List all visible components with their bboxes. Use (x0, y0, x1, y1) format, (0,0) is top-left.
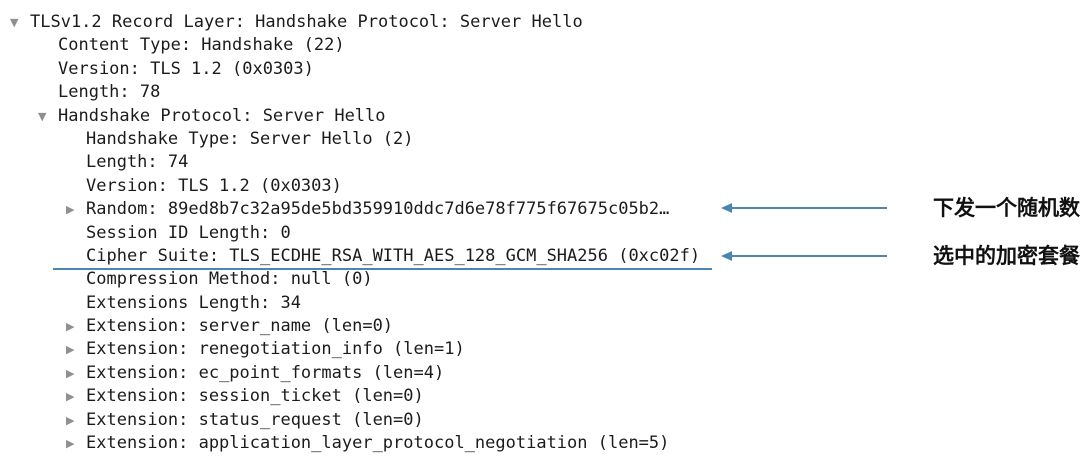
arrow-shaft (729, 207, 887, 209)
tree-row-label: Extensions Length: 34 (86, 292, 301, 313)
tree-row[interactable]: ▶ Extension: ec_point_formats (len=4) (0, 362, 920, 385)
tree-row[interactable]: Session ID Length: 0 (0, 222, 920, 245)
tree-row-label: Length: 74 (86, 152, 189, 173)
annotation-random-label: 下发一个随机数 (933, 197, 1080, 220)
arrowhead-left-icon (721, 203, 732, 213)
tree-row[interactable]: Cipher Suite: TLS_ECDHE_RSA_WITH_AES_128… (0, 245, 920, 268)
packet-detail-tree: ▼ TLSv1.2 Record Layer: Handshake Protoco… (0, 11, 920, 455)
tree-row-label: Extension: status_request (len=0) (86, 409, 424, 430)
tree-row[interactable]: Length: 78 (0, 81, 920, 104)
tree-row-label: Handshake Type: Server Hello (2) (86, 128, 414, 149)
left-arrow-icon (721, 251, 887, 261)
tree-row[interactable]: ▼ TLSv1.2 Record Layer: Handshake Protoco… (0, 11, 920, 34)
triangle-down-icon[interactable]: ▼ (10, 16, 19, 29)
arrowhead-left-icon (721, 251, 732, 261)
tree-row[interactable]: ▶ Extension: application_layer_protocol_n… (0, 432, 920, 455)
tree-row[interactable]: Compression Method: null (0) (0, 268, 920, 291)
triangle-right-icon[interactable]: ▶ (66, 437, 75, 451)
triangle-right-icon[interactable]: ▶ (66, 413, 75, 427)
tree-row[interactable]: ▶ Extension: session_ticket (len=0) (0, 385, 920, 408)
triangle-right-icon[interactable]: ▶ (66, 390, 75, 404)
tree-row-label: Extension: application_layer_protocol_ne… (86, 433, 670, 454)
tree-row[interactable]: Version: TLS 1.2 (0x0303) (0, 58, 920, 81)
triangle-right-icon[interactable]: ▶ (66, 320, 75, 334)
tree-row[interactable]: ▶ Extension: renegotiation_info (len=1) (0, 338, 920, 361)
tree-row-label: Extension: session_ticket (len=0) (86, 386, 424, 407)
cipher-suite-underline (53, 268, 712, 270)
tree-row[interactable]: Length: 74 (0, 151, 920, 174)
tree-row-label: Version: TLS 1.2 (0x0303) (86, 175, 342, 196)
triangle-down-icon[interactable]: ▼ (38, 109, 47, 123)
tree-row-label: Extension: renegotiation_info (len=1) (86, 339, 465, 360)
annotation-cipher-label: 选中的加密套餐 (933, 245, 1080, 268)
tree-row-label: Compression Method: null (0) (86, 269, 373, 290)
tree-row[interactable]: ▶ Extension: status_request (len=0) (0, 409, 920, 432)
tree-row[interactable]: Content Type: Handshake (22) (0, 34, 920, 57)
tree-row-label: Length: 78 (58, 82, 161, 103)
tree-row-label: Extension: ec_point_formats (len=4) (86, 362, 445, 383)
tree-row[interactable]: ▶ Random: 89ed8b7c32a95de5bd359910ddc7d6e… (0, 198, 920, 221)
tree-row-label: Version: TLS 1.2 (0x0303) (58, 58, 314, 79)
tree-row-label: TLSv1.2 Record Layer: Handshake Protocol… (30, 12, 583, 32)
tree-row-label: Content Type: Handshake (22) (58, 35, 345, 56)
tree-row-label: Cipher Suite: TLS_ECDHE_RSA_WITH_AES_128… (86, 245, 701, 266)
arrow-shaft (729, 255, 887, 257)
triangle-right-icon[interactable]: ▶ (66, 366, 75, 380)
tree-row[interactable]: ▶ Extension: server_name (len=0) (0, 315, 920, 338)
tree-row-label: Random: 89ed8b7c32a95de5bd359910ddc7d6e7… (86, 199, 670, 220)
tree-row-label: Extension: server_name (len=0) (86, 316, 394, 337)
triangle-right-icon[interactable]: ▶ (66, 203, 75, 217)
tree-row[interactable]: Version: TLS 1.2 (0x0303) (0, 175, 920, 198)
tree-row-label: Session ID Length: 0 (86, 222, 291, 243)
left-arrow-icon (721, 203, 887, 213)
tree-row[interactable]: Handshake Type: Server Hello (2) (0, 128, 920, 151)
tree-row-label: Handshake Protocol: Server Hello (58, 105, 386, 126)
triangle-right-icon[interactable]: ▶ (66, 343, 75, 357)
tree-row[interactable]: ▼ Handshake Protocol: Server Hello (0, 105, 920, 128)
tree-row[interactable]: Extensions Length: 34 (0, 292, 920, 315)
